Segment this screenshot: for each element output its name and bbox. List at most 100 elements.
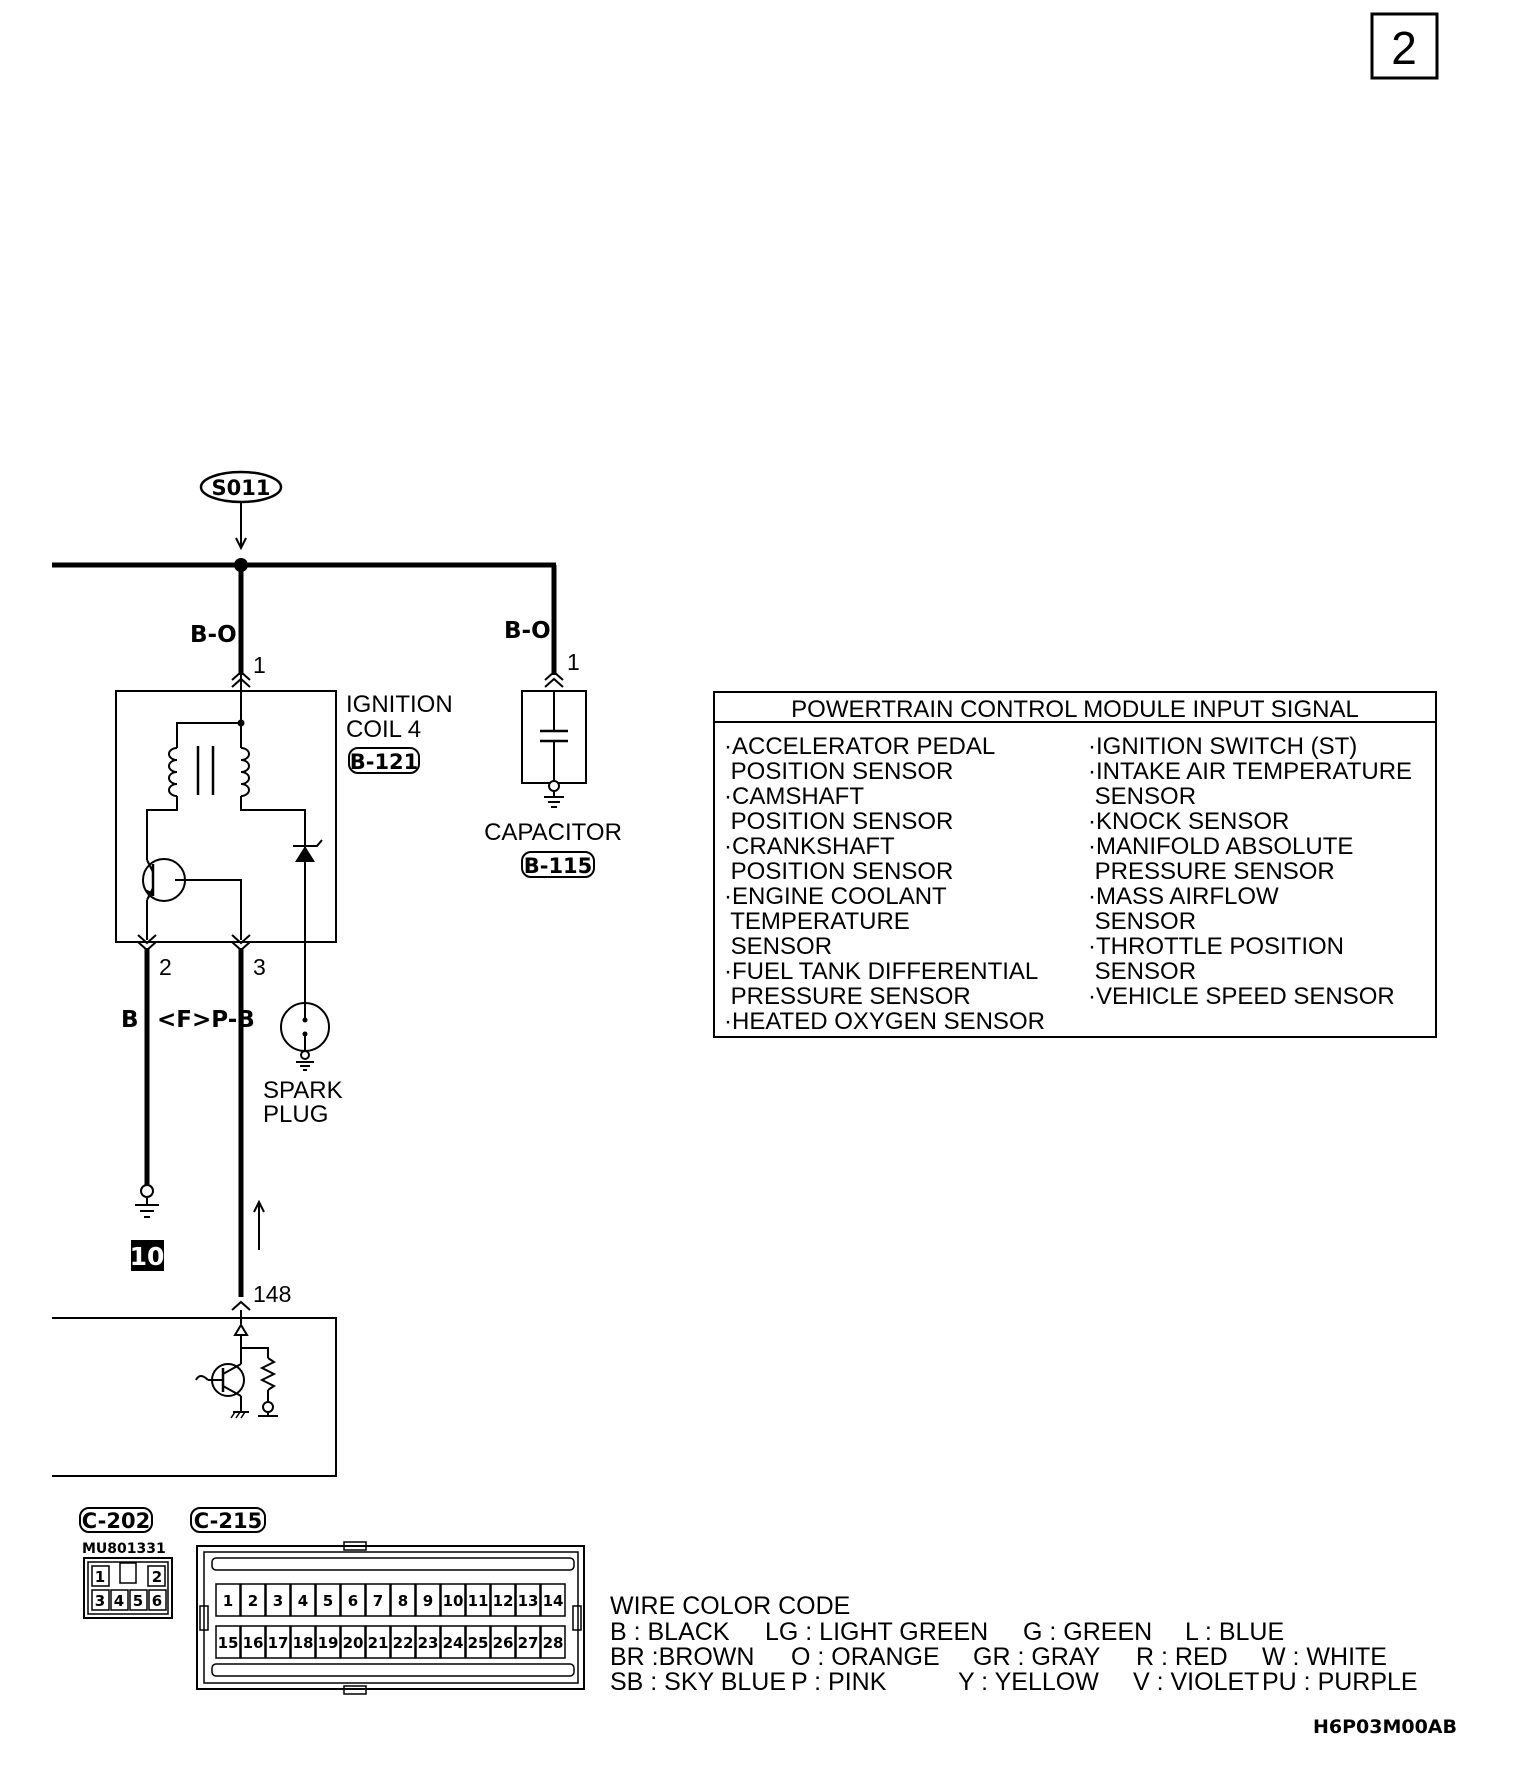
input-signal-left-7: TEMPERATURE xyxy=(724,908,910,935)
c215-pin-number: 18 xyxy=(293,1634,314,1652)
input-signal-right-6: ·MASS AIRFLOW xyxy=(1088,883,1279,910)
c215-pin-cell xyxy=(340,1625,366,1659)
c215-pin-number: 26 xyxy=(493,1634,514,1652)
input-signal-left-8: SENSOR xyxy=(724,933,832,960)
wcc-pu: PU : PURPLE xyxy=(1262,1668,1418,1696)
input-signal-right-0: ·IGNITION SWITCH (ST) xyxy=(1088,733,1357,760)
coil-connector-id: B-121 xyxy=(350,750,419,774)
input-signal-left-4: ·CRANKSHAFT xyxy=(724,833,895,860)
c215-pin-cell xyxy=(465,1625,491,1659)
wcc-v: V : VIOLET xyxy=(1133,1668,1259,1696)
wcc-lg: LG : LIGHT GREEN xyxy=(765,1618,988,1646)
input-signal-left-3: POSITION SENSOR xyxy=(724,808,953,835)
c215-pin-cell xyxy=(440,1583,466,1617)
c215-pin-number: 11 xyxy=(468,1592,489,1610)
wire-color-coil-feed: B-O xyxy=(190,622,237,648)
power-bus xyxy=(52,558,557,675)
c215-pin-number: 20 xyxy=(343,1634,364,1652)
c215-pin-cell xyxy=(290,1625,316,1659)
c215-pin-cell xyxy=(365,1583,391,1617)
pcm-pin-148: 148 xyxy=(253,1281,291,1307)
c215-label: C-215 xyxy=(194,1509,262,1533)
c215-pin-cell xyxy=(540,1583,566,1617)
ground-point-10: 10 xyxy=(130,1184,164,1271)
wcc-g: G : GREEN xyxy=(1023,1618,1152,1646)
input-signal-left-10: PRESSURE SENSOR xyxy=(724,983,971,1010)
wcc-r: R : RED xyxy=(1136,1643,1228,1671)
c202-pin-2: 2 xyxy=(152,1568,162,1586)
c215-pin-cell xyxy=(390,1583,416,1617)
c215-pin-cell xyxy=(265,1583,291,1617)
capacitor-connector-id: B-115 xyxy=(524,854,593,878)
c215-pin-cell xyxy=(440,1625,466,1659)
c215-pin-cell xyxy=(540,1625,566,1659)
signal-direction-arrow xyxy=(253,1199,265,1250)
c215-pin-number: 25 xyxy=(468,1634,489,1652)
input-signal-left-1: POSITION SENSOR xyxy=(724,758,953,785)
connector-c202: C-202 MU801331 1 2 3 4 5 6 xyxy=(79,1507,173,1619)
wcc-l: L : BLUE xyxy=(1185,1618,1284,1646)
c202-pin-1: 1 xyxy=(95,1568,105,1586)
c215-pin-number: 5 xyxy=(323,1592,333,1610)
c215-pin-number: 19 xyxy=(318,1634,339,1652)
wcc-gr: GR : GRAY xyxy=(973,1643,1101,1671)
splice-s011: S011 xyxy=(199,470,283,551)
c215-pin-cell xyxy=(340,1583,366,1617)
c215-pin-number: 8 xyxy=(398,1592,408,1610)
c215-pin-cell xyxy=(365,1625,391,1659)
capacitor-pin-1: 1 xyxy=(567,649,580,675)
coil-pin-1: 1 xyxy=(253,652,266,678)
c215-pin-number: 12 xyxy=(493,1592,514,1610)
figure-code: H6P03M00AB xyxy=(1313,1716,1457,1738)
c215-pin-number: 7 xyxy=(373,1592,383,1610)
wire-color-capacitor-feed: B-O xyxy=(504,618,551,644)
input-signal-right-5: PRESSURE SENSOR xyxy=(1088,858,1335,885)
page-number: 2 xyxy=(1391,22,1417,74)
c215-pin-number: 15 xyxy=(218,1634,239,1652)
c215-pin-cell xyxy=(265,1625,291,1659)
c215-pin-cell xyxy=(390,1625,416,1659)
capacitor-name: CAPACITOR xyxy=(484,819,622,846)
c215-pin-number: 21 xyxy=(368,1634,389,1652)
wcc-w: W : WHITE xyxy=(1262,1643,1387,1671)
c215-pin-number: 28 xyxy=(543,1634,564,1652)
c215-pin-cell xyxy=(240,1583,266,1617)
c202-pin-5: 5 xyxy=(133,1592,143,1610)
wcc-y: Y : YELLOW xyxy=(958,1668,1099,1696)
wire-color-ground: B xyxy=(121,1007,139,1033)
c215-pin-number: 9 xyxy=(423,1592,433,1610)
c215-pin-cell xyxy=(215,1625,241,1659)
c215-pin-number: 16 xyxy=(243,1634,264,1652)
coil-pin-2: 2 xyxy=(159,954,172,980)
c215-pin-number: 17 xyxy=(268,1634,289,1652)
pcm-block: 148 xyxy=(52,1281,337,1477)
spark-plug: SPARK PLUG xyxy=(263,860,343,1128)
input-signal-right-3: ·KNOCK SENSOR xyxy=(1088,808,1289,835)
input-signal-left-11: ·HEATED OXYGEN SENSOR xyxy=(724,1008,1045,1035)
input-signal-title: POWERTRAIN CONTROL MODULE INPUT SIGNAL xyxy=(791,696,1359,723)
input-signal-left-9: ·FUEL TANK DIFFERENTIAL xyxy=(724,958,1038,985)
c215-pin-cell xyxy=(490,1625,516,1659)
c215-pin-number: 6 xyxy=(348,1592,358,1610)
c215-pin-cell xyxy=(415,1625,441,1659)
c215-pin-number: 24 xyxy=(443,1634,464,1652)
c215-pin-cell xyxy=(515,1625,541,1659)
ignition-coil-4: 1 IGNITION COIL 4 B-121 xyxy=(115,652,453,943)
pcm-input-signal-table: POWERTRAIN CONTROL MODULE INPUT SIGNAL ·… xyxy=(713,691,1437,1038)
c215-pin-number: 2 xyxy=(248,1592,258,1610)
c215-pin-number: 3 xyxy=(273,1592,283,1610)
c215-pin-number: 14 xyxy=(543,1592,564,1610)
capacitor: 1 CAPACITOR B-115 xyxy=(484,649,622,878)
c215-pin-number: 1 xyxy=(223,1592,233,1610)
c215-pin-cell xyxy=(315,1625,341,1659)
spark-plug-line2: PLUG xyxy=(263,1101,328,1128)
c215-pin-number: 27 xyxy=(518,1634,539,1652)
input-signal-right-10: ·VEHICLE SPEED SENSOR xyxy=(1088,983,1395,1010)
input-signal-right-7: SENSOR xyxy=(1088,908,1196,935)
c215-pin-number: 4 xyxy=(298,1592,308,1610)
input-signal-right-8: ·THROTTLE POSITION xyxy=(1088,933,1344,960)
c202-pin-6: 6 xyxy=(152,1592,162,1610)
